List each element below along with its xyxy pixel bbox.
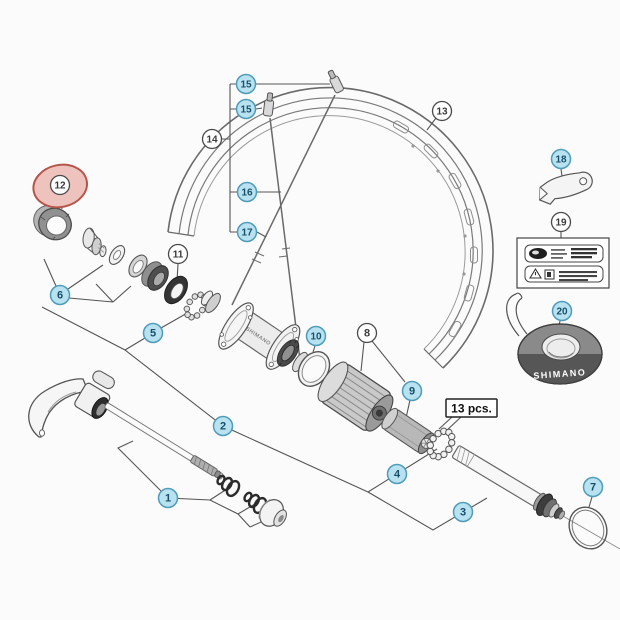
callout-circle [551, 300, 573, 322]
callout-2: 2 [212, 415, 234, 437]
rim-tape-roll: SHIMANO [506, 292, 603, 385]
washer [108, 245, 126, 265]
dust-seal [164, 275, 188, 305]
callout-20: 20 [551, 300, 573, 322]
callout-6: 6 [49, 284, 71, 306]
hub-left-flange [218, 302, 254, 350]
callout-number: 8 [364, 328, 370, 340]
quick-release [28, 370, 287, 527]
hub-body: SHIMANO [200, 290, 313, 375]
callout-circle [401, 380, 423, 402]
callout-13: 13 [431, 100, 453, 122]
rim [167, 86, 494, 369]
callout-8: 8 [356, 322, 378, 344]
callout-number: 16 [241, 188, 253, 199]
callout-circle [550, 148, 572, 170]
spoke-nipple-1 [327, 69, 344, 94]
spoke-nipple-2 [262, 92, 275, 117]
qr-skewer [104, 402, 224, 480]
instruction-label [516, 237, 610, 289]
callout-9: 9 [401, 380, 423, 402]
callout-number: 11 [173, 250, 184, 261]
pcs-box: 13 pcs. [445, 398, 498, 418]
callout-number: 2 [220, 421, 226, 433]
callout-number: 9 [409, 386, 415, 398]
callout-circle [49, 284, 71, 306]
freehub-body [317, 361, 394, 432]
callout-10: 10 [305, 325, 327, 347]
callout-circle [550, 211, 572, 233]
callout-5: 5 [142, 322, 164, 344]
hub-ratchet-ring [276, 339, 300, 367]
callout-circle [431, 100, 453, 122]
callout-number: 5 [150, 328, 156, 340]
seal-oring [297, 351, 331, 387]
spoke-wrench [539, 171, 593, 205]
callout-circle [212, 415, 234, 437]
pcs-note-text: 13 pcs. [451, 402, 492, 416]
callout-7: 7 [582, 476, 604, 498]
callout-number: 4 [394, 469, 401, 481]
spokes [231, 94, 336, 361]
callout-14: 14 [201, 128, 223, 150]
leader-lines [41, 83, 620, 550]
callout-1: 1 [157, 487, 179, 509]
callout-circle [201, 128, 223, 150]
callout-circle [49, 174, 71, 196]
callout-number: 19 [555, 218, 567, 229]
callout-number: 15 [240, 105, 252, 116]
callout-circle [386, 463, 408, 485]
lock-ring [33, 204, 72, 241]
callout-number: 3 [460, 507, 466, 519]
callout-circle [235, 98, 257, 120]
callout-circle [142, 322, 164, 344]
callout-12: 12 [32, 163, 88, 209]
cone [82, 227, 107, 258]
callout-19: 19 [550, 211, 572, 233]
callout-11: 11 [167, 243, 189, 265]
oring [568, 506, 608, 550]
qr-spring-1 [216, 474, 241, 498]
callout-number: 7 [590, 482, 596, 494]
seal-ring [128, 254, 148, 278]
callout-18: 18 [550, 148, 572, 170]
callout-number: 14 [206, 135, 218, 146]
callout-circle [167, 243, 189, 265]
callout-number: 18 [555, 155, 567, 166]
callout-number: 10 [310, 332, 322, 343]
callout-15: 15 [235, 73, 257, 95]
qr-end-nut [258, 498, 287, 527]
callout-number: 17 [241, 228, 253, 239]
spoke-a [231, 94, 336, 306]
callout-circle [356, 322, 378, 344]
callout-circle [305, 325, 327, 347]
callout-16: 16 [236, 181, 258, 203]
callout-3: 3 [452, 501, 474, 523]
callout-circle [236, 181, 258, 203]
bearing-cup [141, 261, 169, 291]
callout-4: 4 [386, 463, 408, 485]
callout-number: 20 [556, 307, 568, 318]
callout-number: 15 [240, 80, 252, 91]
callout-circle [157, 487, 179, 509]
callout-15: 15 [235, 98, 257, 120]
callout-number: 12 [54, 181, 66, 192]
callout-number: 6 [57, 290, 63, 302]
ball-retainer-right [426, 427, 456, 461]
callout-circle [582, 476, 604, 498]
spoke-b [269, 117, 301, 361]
callout-number: 13 [436, 107, 448, 118]
axle [451, 445, 566, 520]
callout-17: 17 [236, 221, 258, 243]
callout-number: 1 [165, 493, 171, 505]
callout-circle [236, 221, 258, 243]
callout-circle [452, 501, 474, 523]
callout-circle [235, 73, 257, 95]
tape-brand-text: SHIMANO [533, 367, 587, 381]
